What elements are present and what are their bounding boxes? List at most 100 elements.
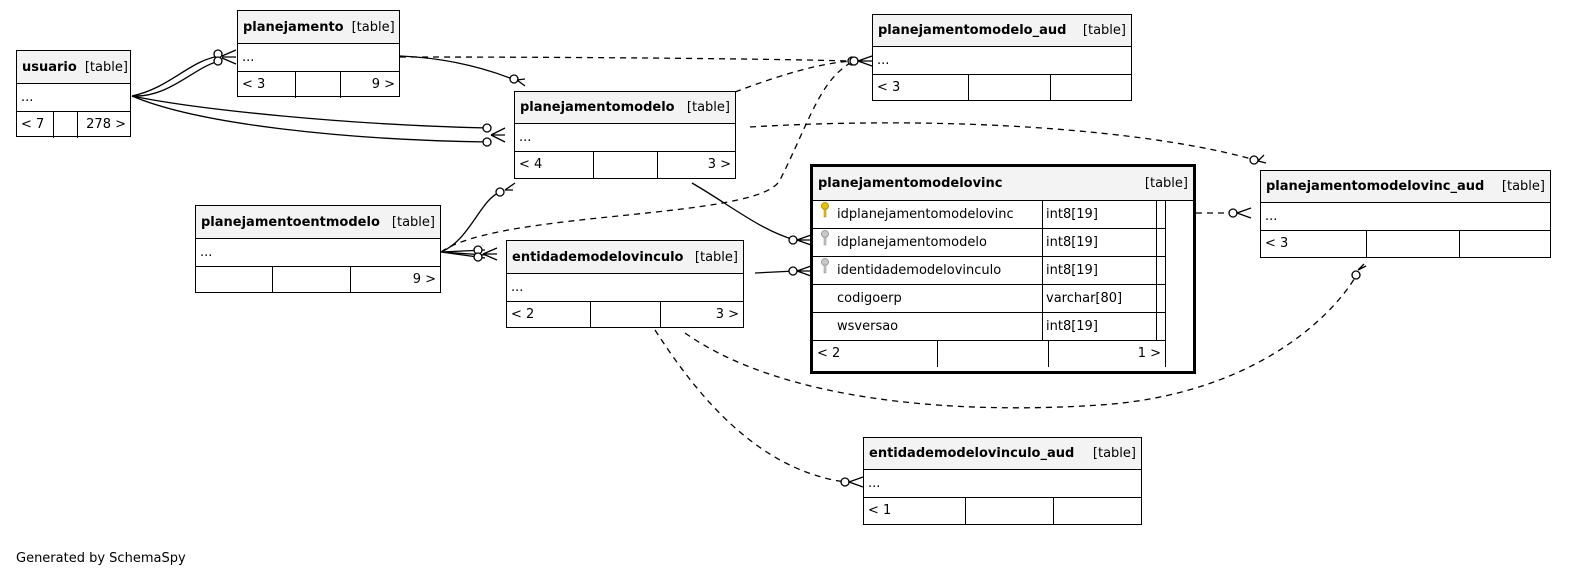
children-count[interactable]: 9 > — [412, 272, 436, 287]
children-count[interactable]: 1 > — [1137, 346, 1161, 361]
table-kind: [table] — [1144, 176, 1188, 191]
table-kind: [table] — [351, 19, 395, 35]
rel-end-circle — [509, 74, 519, 84]
rel-end-circle — [495, 187, 505, 197]
footer-middle — [969, 75, 1051, 101]
primary-key-icon — [819, 201, 831, 228]
parents-count[interactable]: < 4 — [515, 152, 594, 178]
column-name: idplanejamentomodelo — [837, 235, 987, 250]
column-type: int8[19] — [1043, 201, 1157, 228]
parents-count[interactable]: < 1 — [864, 498, 966, 524]
relation-entidademodelovinculo-planejamentomodelovinc_aud — [684, 275, 1357, 409]
children-count[interactable]: 3 > — [707, 157, 731, 172]
parents-count[interactable]: < 7 — [17, 112, 54, 138]
table-name: planejamento — [243, 19, 344, 35]
table-header: entidademodelovinculo_aud [table] — [864, 438, 1141, 470]
table-kind: [table] — [686, 100, 730, 115]
column-row[interactable]: idplanejamentomodelovinc int8[19] — [813, 201, 1165, 229]
relation-usuario-planejamento-2 — [131, 60, 221, 97]
column-name-cell: idplanejamentomodelo — [813, 229, 1043, 256]
footer-middle — [591, 302, 661, 328]
table-name: planejamentoentmodelo — [201, 214, 380, 230]
columns-ellipsis: ... — [507, 274, 743, 302]
column-row[interactable]: codigoerp varchar[80] — [813, 285, 1165, 313]
crows-foot — [1257, 154, 1267, 164]
table-planejamento[interactable]: planejamento [table] ... < 3 9 > — [237, 10, 400, 98]
parents-count[interactable]: < 3 — [1261, 231, 1367, 257]
relation-usuario-planejamentomodelo-1 — [131, 95, 489, 129]
columns-ellipsis: ... — [515, 124, 735, 152]
footer-middle — [273, 267, 351, 293]
columns-ellipsis: ... — [873, 47, 1131, 75]
table-usuario[interactable]: usuario [table] ... < 7 278 > — [16, 50, 131, 138]
footer-middle — [296, 72, 341, 98]
table-footer: < 2 3 > — [507, 302, 743, 328]
parents-count[interactable]: < 2 — [507, 302, 591, 328]
column-type: int8[19] — [1043, 313, 1157, 340]
relation-planejamentomodelo-planejamentomodelovinc_aud — [749, 122, 1256, 161]
column-row[interactable]: identidademodelovinculo int8[19] — [813, 257, 1165, 285]
table-kind: [table] — [694, 249, 738, 265]
column-row[interactable]: idplanejamentomodelo int8[19] — [813, 229, 1165, 257]
children-count[interactable]: 9 > — [371, 77, 395, 92]
children-count[interactable]: 3 > — [715, 307, 739, 322]
rel-end-circle — [1351, 270, 1361, 280]
relation-planejamento-planejamentomodelo_aud — [399, 56, 851, 62]
column-type: int8[19] — [1043, 229, 1157, 256]
table-kind: [table] — [84, 59, 128, 75]
table-planejamentoentmodelo[interactable]: planejamentoentmodelo [table] ... 9 > — [195, 205, 441, 293]
crows-foot — [504, 182, 516, 191]
relation-planejamento-planejamentomodelo — [399, 55, 516, 81]
children-count[interactable]: 278 > — [86, 117, 126, 132]
table-name: entidademodelovinculo — [512, 249, 684, 265]
column-name-cell: codigoerp — [813, 285, 1043, 312]
column-name: identidademodelovinculo — [837, 263, 1002, 278]
columns-ellipsis: ... — [1261, 203, 1550, 231]
table-footer: < 3 9 > — [238, 72, 399, 98]
crows-foot — [221, 49, 237, 65]
columns-ellipsis: ... — [864, 470, 1141, 498]
crows-foot — [796, 265, 812, 277]
crows-foot — [482, 247, 498, 261]
column-name-cell: identidademodelovinculo — [813, 257, 1043, 284]
relation-planejamentoentmodelo-planejamentomodelo — [440, 191, 501, 253]
parents-count[interactable]: < 3 — [873, 75, 969, 101]
column-name-cell: idplanejamentomodelovinc — [813, 201, 1043, 228]
table-kind: [table] — [1092, 446, 1136, 461]
crows-foot — [1357, 263, 1367, 271]
relation-planejamentomodelo-planejamentomodelo_aud — [734, 60, 853, 93]
table-name: entidademodelovinculo_aud — [869, 446, 1075, 461]
columns-list: idplanejamentomodelovinc int8[19] idplan… — [813, 201, 1166, 367]
table-planejamentomodelovinc[interactable]: planejamentomodelovinc [table] idplaneja… — [810, 164, 1196, 374]
children-count — [1460, 231, 1550, 257]
table-planejamentomodelo[interactable]: planejamentomodelo [table] ... < 4 3 > — [514, 91, 736, 179]
table-name: usuario — [22, 59, 77, 75]
rel-end-circle — [788, 235, 798, 245]
children-count — [1051, 75, 1131, 101]
parents-count — [196, 267, 273, 293]
table-name: planejamentomodelovinc — [818, 176, 1003, 191]
table-header: planejamentomodelovinc_aud [table] — [1261, 171, 1550, 203]
rel-end-circle — [788, 266, 798, 276]
footer-middle — [966, 498, 1054, 524]
rel-end-circle — [482, 137, 492, 147]
table-entidademodelovinculo[interactable]: entidademodelovinculo [table] ... < 2 3 … — [506, 240, 744, 328]
crows-foot — [848, 476, 864, 488]
parents-count[interactable]: < 2 — [813, 341, 938, 367]
table-footer: 9 > — [196, 267, 440, 293]
column-name: codigoerp — [837, 291, 902, 306]
table-kind: [table] — [1082, 23, 1126, 38]
columns-ellipsis: ... — [196, 239, 440, 267]
table-planejamentomodelovinc-aud[interactable]: planejamentomodelovinc_aud [table] ... <… — [1260, 170, 1551, 258]
column-row[interactable]: wsversao int8[19] — [813, 313, 1165, 341]
parents-count[interactable]: < 3 — [238, 72, 296, 98]
footer-middle — [54, 112, 78, 138]
table-kind: [table] — [1501, 179, 1545, 194]
table-planejamentomodelo-aud[interactable]: planejamentomodelo_aud [table] ... < 3 — [872, 14, 1132, 101]
table-name: planejamentomodelovinc_aud — [1266, 179, 1485, 194]
table-entidademodelovinculo-aud[interactable]: entidademodelovinculo_aud [table] ... < … — [863, 437, 1142, 525]
table-header: usuario [table] — [17, 51, 130, 84]
table-kind: [table] — [391, 214, 435, 230]
relation-planejamentoentmodelo-planejamentomodelo_aud — [440, 61, 853, 253]
columns-ellipsis: ... — [17, 84, 130, 112]
